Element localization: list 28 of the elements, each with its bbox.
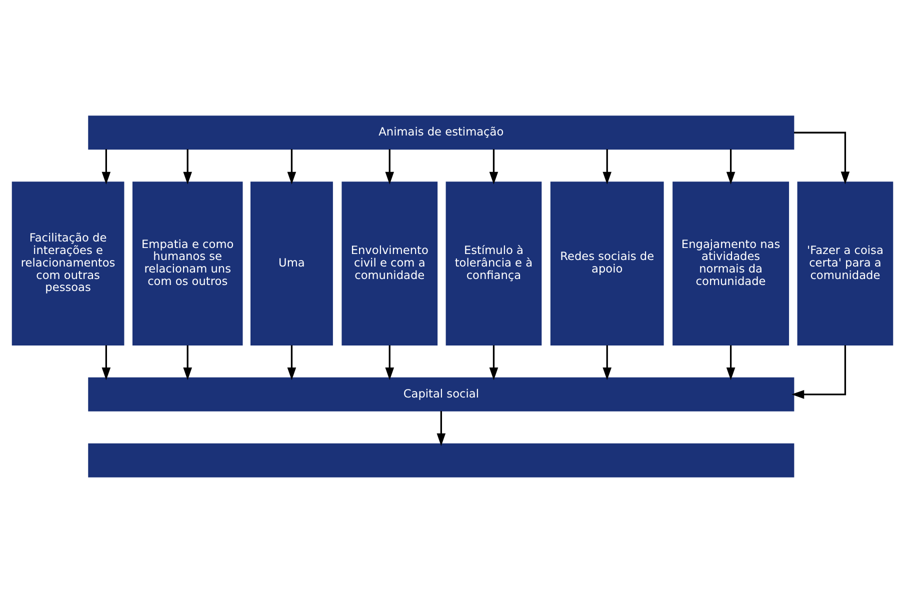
arrow xyxy=(102,344,111,380)
node-box xyxy=(88,442,794,477)
arrow xyxy=(602,344,612,380)
arrow xyxy=(385,344,394,380)
arrow xyxy=(726,344,736,380)
arrow xyxy=(489,148,498,184)
arrow xyxy=(726,148,736,184)
arrow xyxy=(489,344,498,380)
node-box: Facilitação de interações e relacionamentos com outras pessoas xyxy=(12,181,124,345)
arrow xyxy=(385,148,394,184)
node-box: Estímulo à tolerância e à confiança xyxy=(446,181,542,345)
node-box: Redes sociais de apoio xyxy=(550,181,664,345)
node-box: Empatia e como humanos se relacionam uns com os outros xyxy=(132,181,243,345)
node-box: Engajamento nas atividades normais da comunidade xyxy=(672,181,790,345)
arrow xyxy=(183,148,192,184)
arrow xyxy=(287,344,296,380)
arrow xyxy=(287,148,296,184)
arrow xyxy=(183,344,192,380)
node-box: Capital social xyxy=(88,376,794,411)
node-box: 'Fazer a coisa certa' para a comunidade xyxy=(797,181,894,345)
node-box: Envolvimento civil e com a comunidade xyxy=(342,181,438,345)
arrow xyxy=(792,344,846,398)
arrow xyxy=(794,131,850,184)
node-box: Animais de estimação xyxy=(88,115,794,150)
arrow xyxy=(436,410,446,446)
node-box: Uma xyxy=(250,181,333,345)
arrow xyxy=(102,148,111,184)
arrow xyxy=(602,148,612,184)
